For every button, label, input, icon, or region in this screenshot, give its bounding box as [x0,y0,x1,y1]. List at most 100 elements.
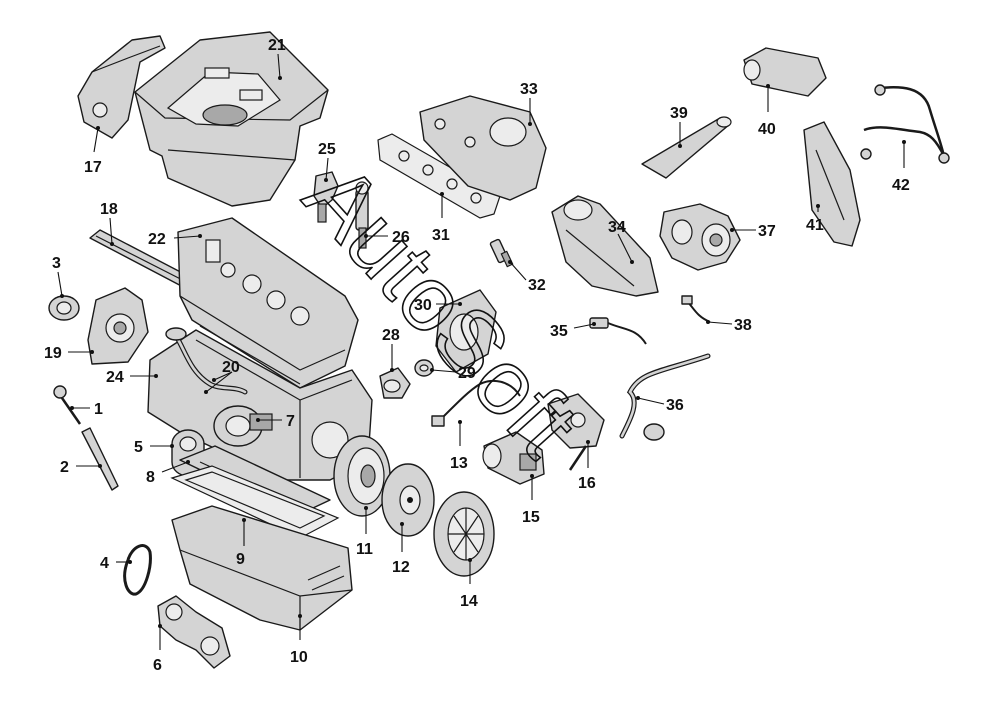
part-41-heat-shield [803,121,861,247]
callout-19-label: 19 [44,345,62,362]
callout-6: 6 [153,624,162,674]
part-3-seal [48,295,80,321]
part-14-pressure-plate [433,491,495,577]
callout-32-label: 32 [528,277,546,294]
callout-7-label: 7 [286,413,295,430]
callout-29-label: 29 [458,365,476,382]
callout-36: 36 [636,396,684,414]
callout-14-label: 14 [460,593,478,610]
callout-31-label: 31 [432,227,450,244]
callout-15-label: 15 [522,509,540,526]
callout-1-label: 1 [94,401,103,418]
callout-32: 32 [508,260,546,294]
part-20-oil-pipe [165,327,248,395]
callout-18-label: 18 [100,201,118,218]
callout-40-label: 40 [758,121,776,138]
callout-2: 2 [60,459,102,476]
callout-19: 19 [44,345,94,362]
callout-25-label: 25 [318,141,336,158]
callout-9-label: 9 [236,551,245,568]
part-7-filter-housing [213,405,273,447]
part-16-bracket [547,393,605,471]
callout-40: 40 [758,84,776,138]
callout-26-label: 26 [392,229,410,246]
callout-9: 9 [236,518,246,568]
part-19-timing-cover-lower [87,287,149,365]
part-6-oil-pump [157,595,231,669]
callout-30: 30 [414,297,462,314]
part-15-starter-motor [482,431,545,485]
callout-8: 8 [146,460,190,486]
callout-39: 39 [670,105,688,148]
callout-24-label: 24 [106,369,124,386]
callout-17-label: 17 [84,159,102,176]
part-4-chain [123,544,152,596]
callout-3-label: 3 [52,255,61,272]
part-34-catalytic-converter [551,195,659,297]
callout-16: 16 [578,440,596,492]
callout-12-label: 12 [392,559,410,576]
callout-11-label: 11 [356,541,373,558]
callout-11: 11 [356,506,373,558]
callout-22-label: 22 [148,231,166,248]
callout-4-label: 4 [100,555,109,572]
callout-7: 7 [256,413,295,430]
callout-35: 35 [550,322,596,340]
callout-6-label: 6 [153,657,162,674]
callout-36-label: 36 [666,397,684,414]
part-38-sensor [681,295,711,323]
part-36-pipe [619,353,711,441]
callout-21: 21 [268,37,286,80]
callout-28-label: 28 [382,327,400,344]
callout-21-label: 21 [268,37,286,54]
part-30-water-pump [435,289,497,373]
callout-42: 42 [892,140,910,194]
part-42-oil-pipe [860,84,950,164]
callout-13: 13 [450,420,468,472]
part-11-flywheel [333,435,391,517]
part-2-dipstick-tube [81,427,119,491]
callout-17: 17 [84,126,102,176]
callout-5-label: 5 [134,439,143,456]
callout-29: 29 [430,365,476,382]
callout-37-label: 37 [758,223,776,240]
part-37-turbocharger [659,203,741,271]
callout-41-label: 41 [806,217,824,234]
part-1-dipstick [53,385,82,425]
callout-26: 26 [364,229,410,246]
callout-37: 37 [730,223,776,240]
callout-8-label: 8 [146,469,155,486]
part-21-engine-cover [134,31,329,207]
callout-34-label: 34 [608,219,626,236]
callout-33: 33 [520,81,538,126]
part-17-timing-cover-upper [77,35,166,139]
callout-1: 1 [70,401,103,418]
callout-38-label: 38 [734,317,752,334]
part-13-sensor-cable [431,379,521,427]
callout-16-label: 16 [578,475,596,492]
callout-18: 18 [100,201,118,246]
callout-22: 22 [148,231,202,248]
callout-33-label: 33 [520,81,538,98]
part-22-cylinder-head [177,217,359,389]
callout-13-label: 13 [450,455,468,472]
callout-14: 14 [460,558,478,610]
part-31-exhaust-gasket [377,133,501,219]
part-9-pan-gasket [170,465,340,539]
callout-12: 12 [392,522,410,576]
callout-38: 38 [706,317,752,334]
part-33-exhaust-manifold [419,95,547,201]
callout-3: 3 [52,255,64,298]
callout-42-label: 42 [892,177,910,194]
callout-25: 25 [318,141,336,182]
callout-24: 24 [106,369,158,386]
callout-10-label: 10 [290,649,308,666]
callout-30-label: 30 [414,297,432,314]
callout-5: 5 [134,439,174,456]
part-35-lambda-sensor [589,317,647,345]
callout-41: 41 [806,204,824,234]
callout-35-label: 35 [550,323,568,340]
callout-20: 20 [204,359,240,394]
callout-34: 34 [608,219,634,264]
